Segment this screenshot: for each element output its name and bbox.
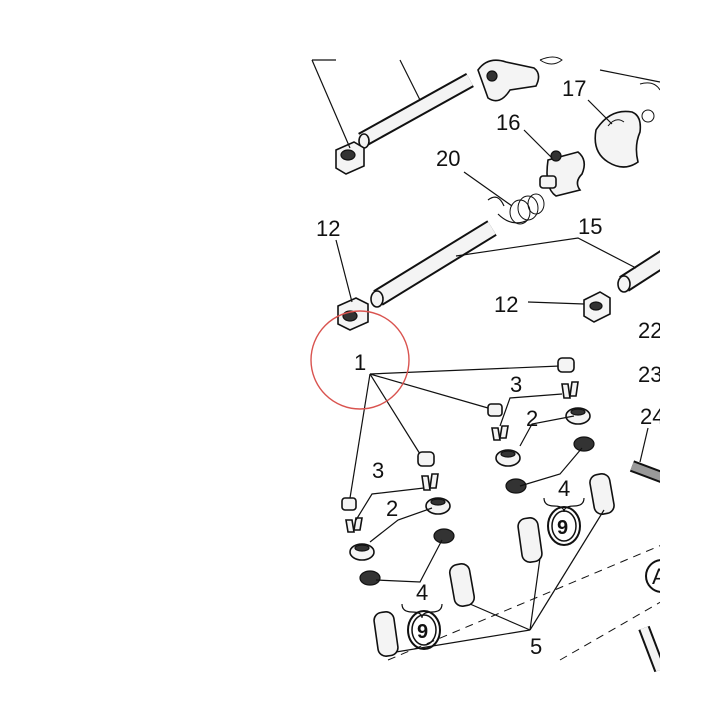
leader-24 <box>639 427 649 463</box>
leaders-item-1 <box>349 365 561 499</box>
leader-17 <box>587 99 613 125</box>
stud-24 <box>629 460 660 483</box>
label-22: 22 <box>638 318 662 343</box>
label-15: 15 <box>578 214 602 239</box>
leader-12-right <box>527 301 585 305</box>
label-24: 24 <box>640 404 664 429</box>
rocker-arm-17 <box>594 69 660 168</box>
marker-9-left <box>407 610 441 650</box>
label-1: 1 <box>354 350 366 375</box>
leader-top-left <box>311 59 351 149</box>
adjuster-nut-12-right <box>583 291 611 323</box>
adjuster-nut-12 <box>337 297 369 331</box>
label-20: 20 <box>436 146 460 171</box>
label-5: 5 <box>530 634 542 659</box>
label-4-left: 4 <box>416 580 428 605</box>
leader-12-left <box>335 239 353 303</box>
brace-4-left <box>401 603 443 619</box>
pushrod-15 <box>370 220 497 308</box>
label-12-left: 12 <box>316 216 340 241</box>
label-a: A <box>652 564 667 589</box>
label-17: 17 <box>562 76 586 101</box>
label-9-left: 9 <box>417 621 428 643</box>
rocker-arm-top <box>477 56 563 102</box>
highlight-circle <box>310 310 410 410</box>
upper-pushrod <box>358 73 474 149</box>
callout-a-circle <box>645 559 660 593</box>
upper-adjuster-nut <box>335 141 365 175</box>
label-3-left: 3 <box>372 458 384 483</box>
label-3-right: 3 <box>510 372 522 397</box>
leader-16 <box>523 129 553 159</box>
label-12-right: 12 <box>494 292 518 317</box>
label-9-right: 9 <box>557 517 568 539</box>
label-23: 23 <box>638 362 662 387</box>
rocker-arm-16 <box>539 150 586 197</box>
valve-set-left <box>341 451 476 657</box>
brace-4-right <box>543 497 585 513</box>
marker-9-right <box>547 506 581 546</box>
spring-20 <box>487 193 545 225</box>
valve-set-right <box>487 357 615 563</box>
leader-15 <box>455 237 637 269</box>
label-2-right: 2 <box>526 406 538 431</box>
label-16: 16 <box>496 110 520 135</box>
pushrod-15-right <box>617 250 660 293</box>
leader-20 <box>463 171 513 207</box>
label-2-left: 2 <box>386 496 398 521</box>
label-4-right: 4 <box>558 476 570 501</box>
